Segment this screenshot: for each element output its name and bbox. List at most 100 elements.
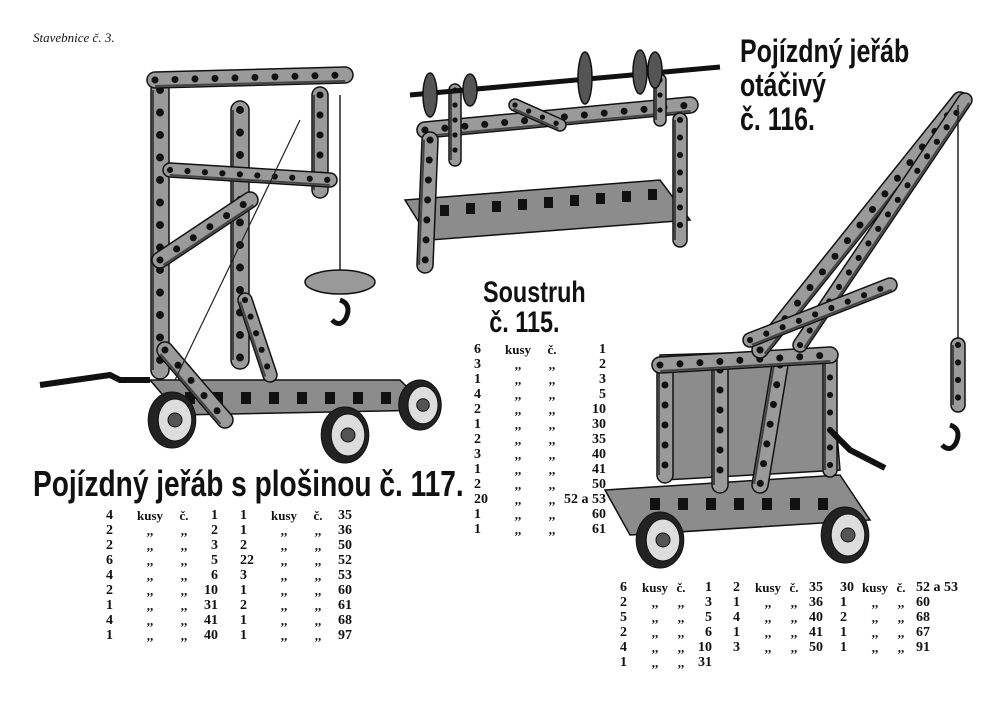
part-quantity: 22	[240, 553, 254, 568]
strip-hole	[156, 176, 164, 184]
plate-hole	[706, 498, 716, 510]
crank-handle	[827, 427, 887, 471]
part-number: 40	[204, 628, 218, 643]
part-number: 5	[211, 553, 218, 568]
part-number: 50	[592, 477, 606, 492]
strip-hole	[156, 256, 164, 264]
part-number: 53	[338, 568, 352, 583]
part-number: 50	[809, 640, 823, 655]
strip-body	[711, 361, 729, 494]
part-number: 61	[592, 522, 606, 537]
strip-hole	[736, 356, 744, 364]
strip-plate	[672, 112, 688, 248]
ditto-mark: ,,	[280, 583, 288, 598]
strip-shade	[753, 363, 776, 485]
strip-hole	[881, 190, 889, 198]
ditto-mark: ,,	[146, 628, 154, 643]
strip-body	[150, 80, 170, 380]
strip-hole	[251, 73, 259, 81]
strip-hole	[521, 117, 529, 125]
lathe-spindle	[409, 64, 721, 98]
ditto-mark: ,,	[514, 462, 522, 477]
strip-hole	[806, 327, 813, 334]
ditto-mark: ,,	[146, 598, 154, 613]
ditto-mark: ,,	[651, 595, 659, 610]
strip-hole	[640, 105, 648, 113]
parts-row: 1,,,,3	[474, 372, 606, 387]
ditto-mark: ,,	[180, 613, 188, 628]
perforated-strip	[656, 356, 674, 484]
plate-hole	[622, 191, 631, 202]
part-number: 31	[698, 655, 712, 670]
number-prefix: č.	[313, 508, 323, 523]
ditto-mark: ,,	[314, 583, 322, 598]
pulley-disc	[304, 269, 376, 295]
perforated-strip	[508, 98, 567, 132]
plate-hole	[466, 203, 475, 214]
part-quantity: 2	[240, 598, 247, 613]
ditto-mark: ,,	[146, 523, 154, 538]
part-quantity: 6	[620, 580, 627, 595]
strip-hole	[954, 394, 962, 401]
strip-hole	[877, 285, 884, 292]
part-number: 41	[809, 625, 823, 640]
strip-hole	[954, 341, 962, 349]
pulley-wheel	[632, 49, 648, 95]
strip-hole	[954, 359, 962, 366]
strip-hole	[191, 75, 199, 83]
strip-hole	[769, 400, 777, 408]
part-number: 35	[338, 508, 352, 523]
part-number: 1	[705, 580, 712, 595]
ditto-mark: ,,	[280, 598, 288, 613]
ditto-mark: ,,	[180, 598, 188, 613]
strip-body	[156, 341, 234, 429]
part-number: 97	[338, 628, 352, 643]
parts-row: 4,,,,41	[106, 613, 218, 628]
ditto-mark: ,,	[180, 628, 188, 643]
strip-hole	[452, 102, 458, 108]
strip-hole	[289, 174, 296, 181]
strip-hole	[252, 330, 260, 337]
strip-hole	[826, 391, 834, 399]
strip-hole	[826, 444, 834, 451]
strip-hole	[424, 176, 432, 184]
parts-row: 1,,,,31	[106, 598, 218, 613]
plate-hole	[650, 498, 660, 510]
parts-row: 3,,,,53	[240, 568, 352, 583]
parts-row: 4,,,,5	[474, 387, 606, 402]
ditto-mark: ,,	[314, 628, 322, 643]
strip-hole	[676, 204, 684, 211]
strip-shade	[660, 359, 831, 372]
strip-hole	[236, 171, 243, 178]
parts-row: 1,,,,61	[474, 522, 606, 537]
strip-hole	[676, 360, 684, 368]
part-quantity: 4	[106, 568, 113, 583]
strip-hole	[793, 299, 802, 307]
model-117-title: Pojízdný jeřáb s plošinou č. 117.	[33, 463, 464, 504]
perforated-strip	[146, 66, 354, 89]
strip-hole	[421, 126, 429, 134]
part-quantity: 2	[733, 580, 740, 595]
part-number: 5	[599, 387, 606, 402]
part-number: 31	[204, 598, 218, 613]
part-number: 3	[705, 595, 712, 610]
ditto-mark: ,,	[790, 595, 798, 610]
part-quantity: 2	[620, 595, 627, 610]
ditto-mark: ,,	[514, 387, 522, 402]
part-number: 68	[916, 610, 930, 625]
strip-hole	[826, 461, 834, 469]
strip-hole	[424, 196, 432, 204]
ditto-mark: ,,	[314, 538, 322, 553]
plate-hole	[440, 205, 449, 216]
strip-hole	[904, 182, 911, 189]
strip-hole	[865, 240, 872, 247]
ditto-mark: ,,	[146, 538, 154, 553]
strip-hole	[441, 124, 449, 132]
strip-body	[508, 98, 567, 132]
number-prefix: č.	[179, 508, 189, 523]
strip-hole	[481, 120, 489, 128]
strip-hole	[200, 392, 208, 400]
